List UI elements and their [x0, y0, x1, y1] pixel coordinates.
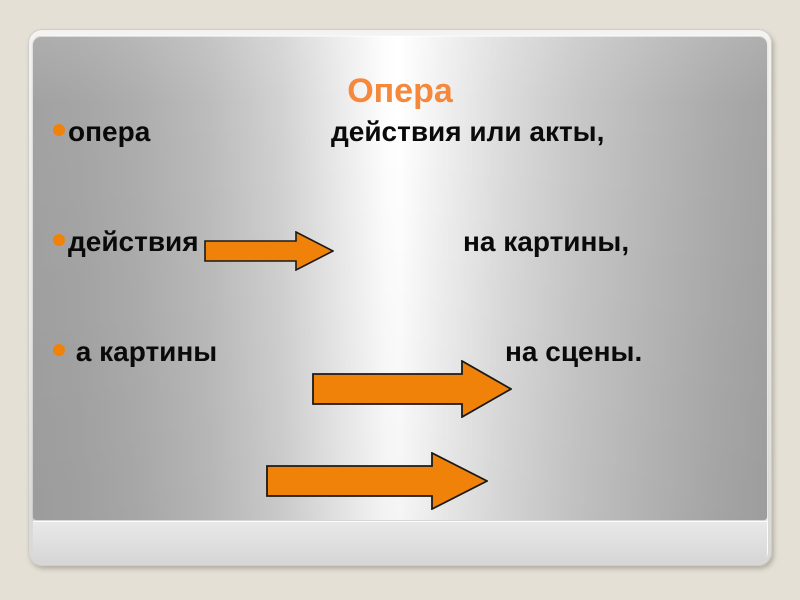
bullet-label: действия	[68, 226, 199, 257]
bullet-label: а картины	[68, 336, 218, 367]
bullet-row: опера действия или акты,	[0, 110, 800, 271]
right-block-arrow-icon	[266, 452, 488, 510]
bullet-row: а картины на сцены.	[0, 330, 800, 378]
orange-dot-bullet-icon	[53, 124, 65, 136]
slide-footer-strip	[33, 521, 767, 563]
orange-dot-bullet-icon	[53, 234, 65, 246]
bullet-row: действия на картины,	[0, 220, 800, 510]
bullet-tail-text: на картины,	[463, 226, 630, 257]
bullet-tail-text: на сцены.	[505, 336, 643, 367]
right-block-arrow-icon	[312, 360, 512, 418]
orange-dot-bullet-icon	[53, 344, 65, 356]
bullet-label: опера	[68, 116, 151, 147]
page-title: Опера	[347, 72, 453, 110]
right-block-arrow-icon	[204, 231, 334, 271]
slide-content-panel	[33, 36, 767, 520]
bullet-tail-text: действия или акты,	[331, 116, 605, 147]
